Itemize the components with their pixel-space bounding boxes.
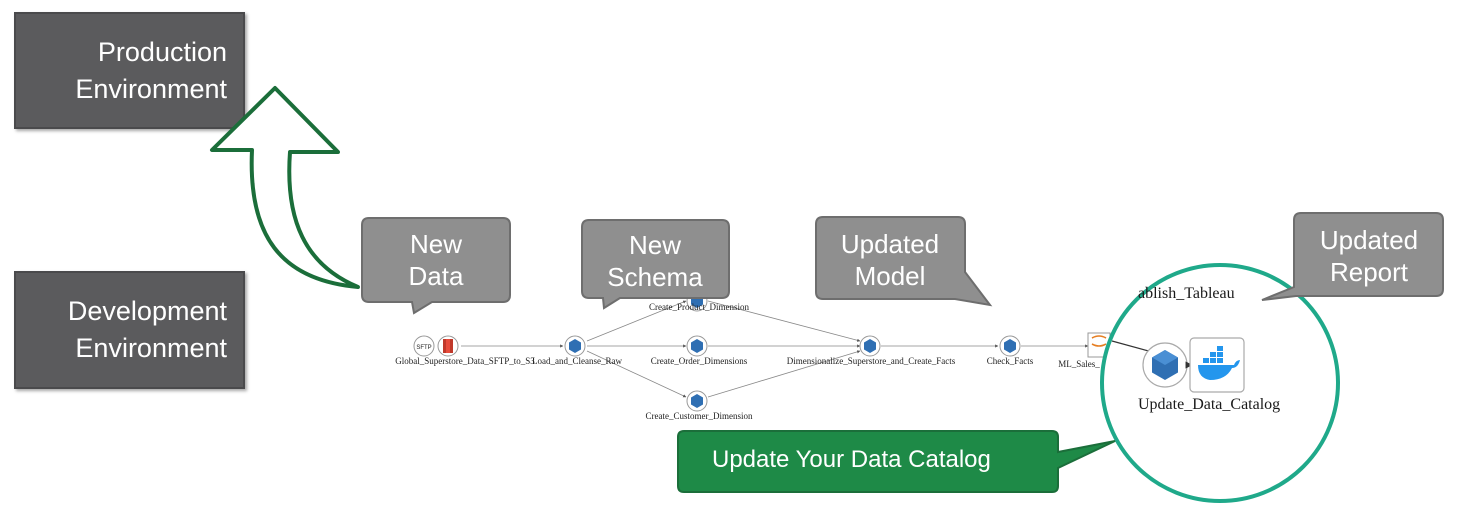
- node-load-cleanse[interactable]: [564, 335, 586, 357]
- zoom-catalog-node[interactable]: [1142, 342, 1188, 388]
- docker-icon: [1198, 346, 1240, 380]
- hex-task-icon: [691, 339, 703, 353]
- sftp-badge-text: SFTP: [416, 345, 431, 351]
- catalog-callout-shape: [677, 430, 1116, 493]
- pipeline-edges: [461, 300, 1089, 398]
- updated-report-line2: Report: [1329, 257, 1409, 287]
- callout-new-schema-text: New Schema: [581, 229, 729, 293]
- hex-task-icon: [1004, 339, 1016, 353]
- new-data-line2: Data: [408, 261, 464, 291]
- new-data-line1: New: [409, 229, 462, 259]
- production-line2: Environment: [75, 73, 227, 104]
- node-customer-dim[interactable]: [686, 390, 708, 412]
- callout-updated-report: [1261, 212, 1444, 301]
- development-environment-box: Development Environment: [14, 271, 245, 389]
- jupyter-icon: [1091, 335, 1107, 339]
- new-schema-line1: New: [628, 230, 681, 260]
- label-check-facts: Check_Facts: [986, 356, 1034, 366]
- development-line1: Development: [67, 296, 227, 326]
- promotion-arrow: [210, 86, 360, 289]
- label-sftp-to-s3: Global_Superstore_Data_SFTP_to_S3: [395, 356, 535, 366]
- updated-model-line2: Model: [854, 261, 926, 291]
- label-product-dim: Create_Product_Dimension: [649, 302, 749, 312]
- zoom-docker-node[interactable]: [1189, 337, 1245, 393]
- node-dimensionalize[interactable]: [859, 335, 881, 357]
- zoom-label-tableau: ablish_Tableau: [1138, 285, 1235, 302]
- label-ml-sales: ML_Sales_: [1058, 359, 1100, 369]
- callout-new-schema: [581, 219, 730, 310]
- updated-model-line1: Updated: [840, 229, 940, 259]
- node-check-facts[interactable]: [999, 335, 1021, 357]
- callout-new-data: [361, 217, 511, 315]
- update-data-catalog-callout: Update Your Data Catalog: [712, 446, 991, 473]
- label-order-dims: Create_Order_Dimensions: [650, 356, 748, 366]
- node-sftp[interactable]: SFTP: [413, 335, 459, 357]
- node-order-dims[interactable]: [686, 335, 708, 357]
- new-schema-line2: Schema: [607, 262, 703, 292]
- hex-task-icon: [569, 339, 581, 353]
- label-dimensionalize: Dimensionalize_Superstore_and_Create_Fac…: [786, 356, 956, 366]
- callout-updated-report-text: Updated Report: [1294, 224, 1444, 288]
- callout-updated-model-text: Updated Model: [815, 228, 965, 292]
- label-load-cleanse: Load_and_Cleanse_Raw: [532, 356, 622, 366]
- hex-task-icon: [691, 394, 703, 408]
- callout-new-data-text: New Data: [362, 228, 510, 292]
- production-line1: Production: [97, 36, 227, 67]
- development-line2: Environment: [75, 333, 227, 363]
- production-environment-box: Production Environment: [14, 12, 245, 129]
- hex-task-icon: [864, 339, 876, 353]
- zoom-label-catalog: Update_Data_Catalog: [1138, 396, 1281, 413]
- label-customer-dim: Create_Customer_Dimension: [645, 411, 753, 421]
- callout-updated-model: [815, 216, 993, 307]
- updated-report-line1: Updated: [1319, 225, 1419, 255]
